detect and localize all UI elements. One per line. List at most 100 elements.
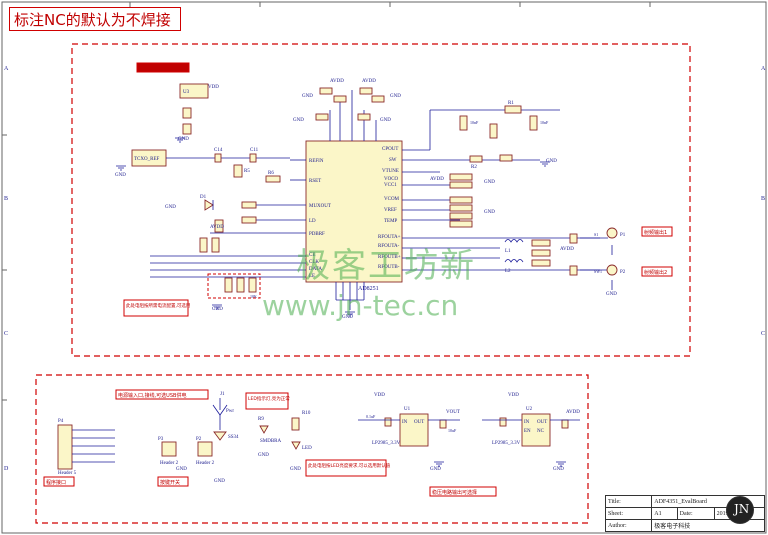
- gnd-label: GND: [606, 292, 617, 297]
- led-indicator: LED指示灯,亮为正常 R9 SMDBRA R10 LED GND GND 此处…: [245, 392, 391, 477]
- comp-label: LP2985_3.3V: [372, 441, 401, 446]
- ic-pin-label: VREF: [384, 208, 397, 213]
- muxout-led: D1 GND: [165, 195, 257, 233]
- border-row-label: C: [761, 331, 765, 337]
- rf-notes: 射频输出1 射频输出2: [641, 226, 673, 277]
- comp-label: Header 5: [58, 471, 77, 476]
- pin-label: OUT: [414, 420, 424, 425]
- border-row-label: A: [761, 66, 766, 72]
- note-box: [429, 486, 497, 497]
- gnd-label: GND: [430, 467, 441, 472]
- value-label: 10nF: [540, 120, 549, 125]
- ic-pin-label: CLK: [309, 260, 319, 265]
- comp-label: R6: [268, 171, 274, 176]
- sheet-label: Sheet:: [604, 507, 653, 520]
- comp-label: C14: [214, 148, 223, 153]
- gnd-label: GND: [290, 467, 301, 472]
- note-box: [123, 299, 189, 317]
- ic-pin-label: CPOUT: [382, 147, 398, 152]
- title-banner: 标注NC的默认为不焊接: [9, 7, 181, 31]
- ic-pin-label: LD: [309, 219, 316, 224]
- value-label: 10nF: [470, 120, 479, 125]
- ic-pin-label: RFOUTB-: [378, 265, 400, 270]
- ic-pin-label: REFIN: [309, 159, 324, 164]
- border-row-label: A: [4, 66, 9, 72]
- sheet-value: A1: [651, 507, 678, 520]
- comp-label: Header 2: [160, 461, 179, 466]
- ic-pin-label: CE: [309, 253, 315, 258]
- tcxo-block: TCXO_REF C14 C11 R5 R6 GND: [115, 148, 290, 183]
- optional-resistor-box: [207, 273, 261, 299]
- watermark-url: www.jn-tec.cn: [262, 289, 459, 322]
- note-text: 电源输入口,接线,可选USB供电: [118, 392, 186, 399]
- comp-label: U2: [526, 407, 533, 412]
- pin-label: IN: [524, 420, 530, 425]
- rf-output-network: L1 L2 AVDD P1 P2 S1 SW1 GND: [504, 227, 626, 297]
- comp-label: C11: [250, 148, 259, 153]
- note-box: [641, 226, 673, 237]
- logo-text: JN: [734, 502, 750, 516]
- gnd-label: GND: [214, 479, 225, 484]
- note-text: 射频输出1: [644, 229, 667, 236]
- avdd-label: AVDD: [430, 177, 444, 182]
- comp-label: SMDBRA: [260, 439, 282, 444]
- vdd-label: VDD: [508, 393, 519, 398]
- ic-pin-label: VCOM: [384, 197, 400, 202]
- ic-pin-label: SW: [389, 158, 397, 163]
- note-text: 可选:LDO电源供电: [139, 65, 181, 72]
- border-row-label: B: [4, 196, 8, 202]
- note-text: 此处电阻按所需电流配置,可选用: [126, 302, 190, 309]
- author-label: Author:: [604, 519, 653, 532]
- gnd-label: GND: [293, 118, 304, 123]
- value-label: 10K: [250, 294, 257, 299]
- ic-pin-label: LE: [309, 274, 315, 279]
- vdd-label: VDD: [208, 85, 219, 90]
- ground-symbols: [116, 137, 566, 467]
- comp-label: P3: [158, 437, 164, 442]
- ic-pin-label: TEMP: [384, 219, 398, 224]
- gnd-label: GND: [258, 453, 269, 458]
- gnd-label: GND: [302, 94, 313, 99]
- comp-label: D1: [200, 195, 207, 200]
- comp-label: TCXO_REF: [134, 157, 160, 162]
- vco-caps: AVDD GND GND: [430, 173, 495, 228]
- power-input: 电源输入口,接线,可选USB供电 J1 Pwr SS34 P3 Header 2…: [115, 389, 239, 487]
- pin-label: NC: [537, 429, 545, 434]
- ldo-2: VDD U2 IN OUT EN NC LP2985_3.3V AVDD GND…: [429, 393, 580, 497]
- gnd-label: GND: [546, 159, 557, 164]
- gnd-label: GND: [390, 94, 401, 99]
- note-text: 此处电阻按LED亮度要求,可以选用默认值: [308, 462, 391, 469]
- note-text: LED指示灯,亮为正常: [248, 395, 290, 402]
- note-text: 射频输出2: [644, 269, 667, 276]
- gnd-label: GND: [176, 467, 187, 472]
- pin-label: EN: [524, 429, 531, 434]
- comp-label: R9: [258, 417, 264, 422]
- avdd-label: AVDD: [210, 225, 224, 230]
- value-label: 10uF: [448, 428, 457, 433]
- note-box: [305, 459, 387, 477]
- comp-label: Pwr: [226, 409, 234, 414]
- company-logo: JN: [726, 496, 754, 524]
- ic-pin-label: RSET: [309, 179, 321, 184]
- ic-pin-label: RFOUTB+: [378, 255, 401, 260]
- ic-pin-label: RFOUTA-: [378, 244, 400, 249]
- gnd-label: GND: [484, 210, 495, 215]
- comp-label: L2: [505, 269, 511, 274]
- connector-label: SW1: [594, 269, 602, 274]
- comp-label: R5: [244, 169, 250, 174]
- pin-label: IN: [402, 420, 408, 425]
- comp-label: P4: [58, 419, 64, 424]
- comp-label: U3: [183, 90, 190, 95]
- connector-label: P1: [620, 233, 626, 238]
- ic-pin-label: VTUNE: [382, 169, 399, 174]
- comp-label: Header 2: [196, 461, 215, 466]
- note-box: [136, 62, 190, 73]
- gnd-label: GND: [342, 315, 353, 320]
- gnd-label: GND: [484, 180, 495, 185]
- note-text: 程序接口: [46, 479, 66, 486]
- ic-pin-label: RFOUTA+: [378, 235, 401, 240]
- comp-label: SS34: [228, 435, 239, 440]
- note-box: [245, 392, 289, 410]
